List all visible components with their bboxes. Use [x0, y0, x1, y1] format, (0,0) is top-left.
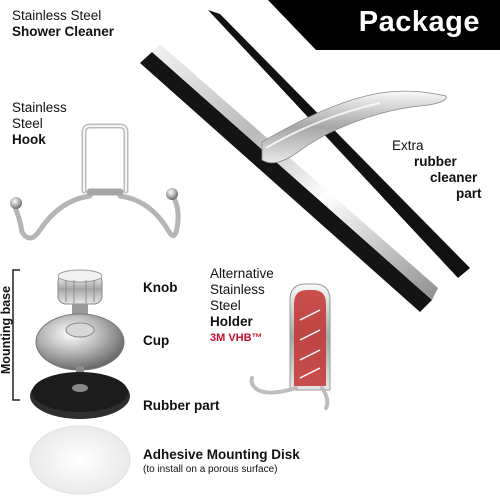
holder-line5: 3M VHB™	[210, 332, 263, 344]
adhesive-disk-label: Adhesive Mounting Disk (to install on a …	[143, 447, 300, 476]
squeegee-rubber-blade	[140, 52, 432, 312]
extra-rubber-line2: rubber	[414, 154, 457, 169]
holder-line1: Alternative	[210, 266, 274, 281]
squeegee-image	[152, 44, 438, 300]
adhesive-line2: (to install on a porous surface)	[143, 464, 278, 475]
cup-text: Cup	[143, 333, 170, 348]
knob-image	[57, 269, 103, 305]
rubber-part-text: Rubber part	[143, 398, 220, 413]
spare-rubber-blade-image	[208, 10, 470, 278]
shower-cleaner-label: Stainless Steel Shower Cleaner	[12, 8, 114, 40]
extra-rubber-line3: cleaner	[430, 170, 478, 185]
vhb-holder-image	[249, 283, 331, 410]
extra-rubber-line4: part	[456, 186, 482, 201]
hook-label: Stainless Steel Hook	[12, 100, 67, 148]
squeegee-handle	[261, 90, 447, 164]
rubber-disk-image	[30, 372, 130, 419]
adhesive-line1: Adhesive Mounting Disk	[143, 447, 300, 462]
mounting-base-bracket	[12, 269, 20, 401]
hook-line1: Stainless	[12, 100, 67, 115]
mounting-base-label: Mounting base	[0, 285, 14, 375]
adhesive-disk-image	[29, 425, 131, 495]
hook-line3: Hook	[12, 132, 46, 147]
knob-text: Knob	[143, 280, 178, 295]
holder-line3: Steel	[210, 298, 241, 313]
banner-title: Package	[358, 6, 480, 38]
shower-cleaner-line2: Shower Cleaner	[12, 24, 115, 39]
knob-label: Knob	[143, 280, 178, 296]
extra-rubber-label: Extra rubber cleaner part	[392, 138, 482, 202]
holder-label: Alternative Stainless Steel Holder 3M VH…	[210, 266, 274, 346]
holder-line4: Holder	[210, 314, 253, 329]
rubber-part-label: Rubber part	[143, 398, 220, 414]
double-hook-image	[11, 123, 181, 241]
hook-line2: Steel	[12, 116, 43, 131]
cup-label: Cup	[143, 333, 169, 349]
extra-rubber-line1: Extra	[392, 138, 424, 153]
holder-line2: Stainless	[210, 282, 265, 297]
shower-cleaner-line1: Stainless Steel	[12, 8, 102, 23]
